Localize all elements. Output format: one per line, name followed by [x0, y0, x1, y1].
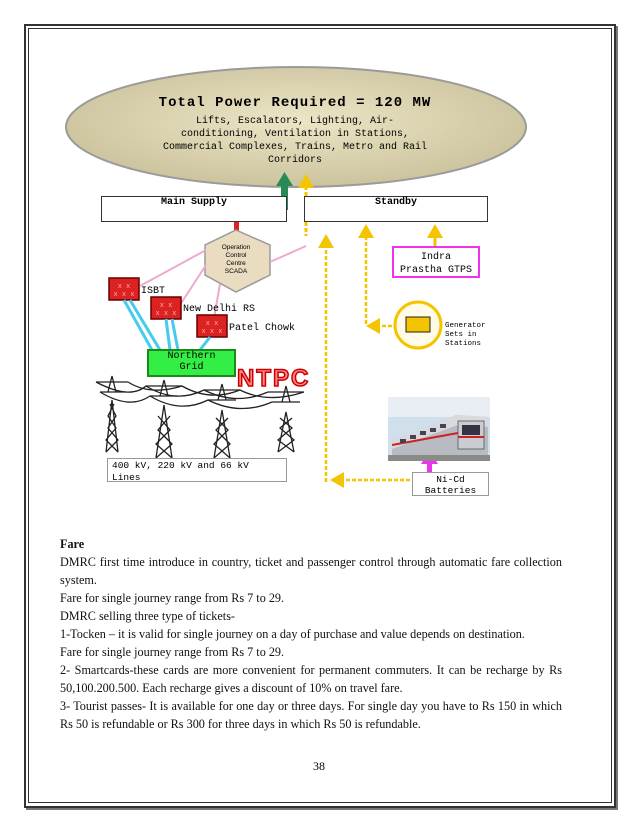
metro-train-image [388, 397, 490, 461]
svg-text:x x x: x x x [201, 328, 222, 336]
load-description: Lifts, Escalators, Lighting, Air- condit… [130, 115, 460, 167]
transmission-lines-box: 400 kV, 220 kV and 66 kV Lines [107, 458, 287, 483]
generator-line-1: Generator [445, 322, 486, 330]
fare-paragraph-2: Fare for single journey range from Rs 7 … [60, 591, 285, 605]
page-number: 38 [313, 759, 325, 773]
indra-line-2: Prastha GTPS [399, 265, 472, 276]
generator-label: Generator Sets in Stations [445, 322, 486, 349]
fare-paragraph-1: DMRC first time introduce in country, ti… [60, 555, 562, 587]
northern-grid-line-1: Northern [167, 351, 216, 362]
isbt-substation-icon: x x x x x [108, 277, 140, 301]
total-power-text: Total Power Required = 120 MW Lifts, Esc… [130, 95, 460, 167]
indra-prastha-box: Indra Prastha GTPS [392, 246, 480, 278]
northern-grid-box: Northern Grid [147, 349, 236, 377]
svg-text:x x x: x x x [155, 310, 176, 318]
occ-line-3: Centre [226, 260, 246, 267]
standby-label: Standby [374, 197, 417, 208]
page-border-outer [24, 24, 616, 808]
generator-line-2: Sets in [445, 331, 477, 339]
new-delhi-label: New Delhi RS [183, 304, 256, 315]
patel-chowk-substation-icon: x x x x x [196, 314, 228, 338]
svg-text:x x: x x [206, 320, 219, 328]
lines-box-line-1: 400 kV, 220 kV and 66 kV [112, 460, 249, 471]
nicd-line-2: Batteries [424, 485, 477, 496]
load-line-3: Commercial Complexes, Trains, Metro and … [162, 142, 428, 153]
occ-hexagon [204, 229, 271, 293]
occ-line-2: Control [225, 252, 247, 259]
fare-heading: Fare [60, 537, 85, 551]
northern-grid-line-2: Grid [179, 362, 204, 373]
new-delhi-substation-icon: x x x x x [150, 296, 182, 320]
total-power-ellipse [65, 66, 527, 188]
nicd-line-1: Ni-Cd [436, 474, 465, 485]
power-supply-diagram: x x x x x x x x x x x x x x x [65, 66, 527, 488]
main-supply-box: Main Supply [101, 196, 287, 222]
total-power-title: Total Power Required = 120 MW [158, 95, 432, 111]
fare-section: Fare DMRC first time introduce in countr… [60, 535, 562, 733]
fare-paragraph-3: DMRC selling three type of tickets- [60, 609, 235, 623]
occ-line-1: Operation [221, 244, 251, 251]
fare-paragraph-7: 3- Tourist passes- It is available for o… [60, 699, 562, 731]
transmission-towers-icon [95, 375, 305, 459]
fare-paragraph-4: 1-Tocken – it is valid for single journe… [60, 627, 525, 641]
standby-box: Standby [304, 196, 488, 222]
svg-text:x x: x x [160, 302, 173, 310]
svg-text:x x: x x [118, 283, 131, 291]
svg-text:x x x: x x x [113, 291, 134, 299]
main-supply-connector [234, 221, 239, 231]
fare-paragraph-5: Fare for single journey range from Rs 7 … [60, 645, 285, 659]
load-line-2: conditioning, Ventilation in Stations, [180, 129, 410, 140]
indra-line-1: Indra [420, 252, 451, 263]
main-supply-label: Main Supply [160, 197, 227, 208]
lines-box-line-2: Lines [112, 472, 141, 483]
occ-line-4: SCADA [224, 268, 248, 275]
fare-paragraph-6: 2- Smartcards-these cards are more conve… [60, 663, 562, 695]
generator-icon [393, 300, 443, 350]
generator-line-3: Stations [445, 340, 482, 348]
patel-chowk-label: Patel Chowk [229, 323, 296, 334]
standby-arrows [318, 224, 443, 488]
ntpc-logo: NTPC [236, 364, 311, 393]
isbt-label: ISBT [141, 286, 166, 297]
load-line-1: Lifts, Escalators, Lighting, Air- [195, 116, 395, 127]
page-border-inner [28, 28, 612, 803]
occ-label: Operation Control Centre SCADA [210, 244, 262, 276]
load-line-4: Corridors [267, 155, 322, 166]
nicd-batteries-box: Ni-Cd Batteries [412, 472, 489, 496]
